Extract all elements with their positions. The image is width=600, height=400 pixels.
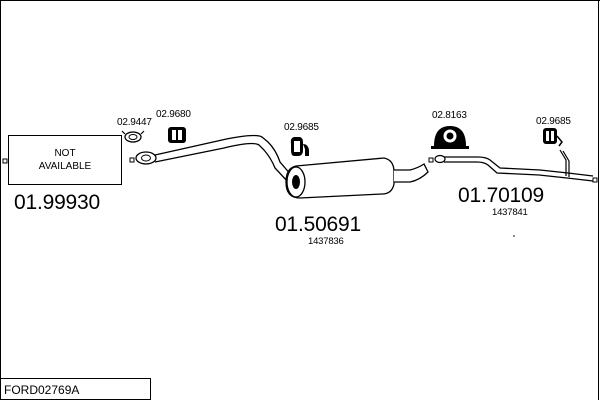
middle-silencer-oe-number: 1437836 — [308, 236, 344, 247]
clamp-icon — [121, 130, 145, 143]
rubber-hanger-middle-icon — [290, 137, 309, 156]
not-available-box: NOT AVAILABLE — [8, 135, 122, 185]
drawing-id-box: FORD02769A — [0, 378, 151, 400]
accessory-number-4[interactable]: 02.8163 — [432, 110, 467, 121]
connector-marker-left-box — [2, 158, 8, 164]
connector-marker-rear-pipe — [428, 157, 434, 163]
middle-silencer-part-number[interactable]: 01.50691 — [275, 213, 361, 236]
not-available-line2: AVAILABLE — [38, 161, 92, 172]
accessory-number-1[interactable]: 02.9447 — [117, 117, 152, 128]
marker-dot — [513, 235, 515, 237]
connector-marker-right-end — [592, 177, 598, 183]
middle-pipe-icon — [154, 134, 293, 183]
connector-marker-front-pipe — [129, 157, 135, 163]
accessory-number-2[interactable]: 02.9680 — [156, 109, 191, 120]
not-available-line1: NOT — [54, 148, 76, 159]
middle-silencer-icon — [285, 157, 429, 199]
ring-mount-icon — [431, 126, 469, 149]
rear-pipe-icon — [434, 149, 594, 182]
front-flange-icon — [135, 151, 157, 165]
rear-pipe-oe-number: 1437841 — [492, 207, 528, 218]
accessory-number-3[interactable]: 02.9685 — [284, 122, 319, 133]
front-pipe-part-number[interactable]: 01.99930 — [14, 191, 100, 214]
rubber-hanger-rear-icon — [543, 128, 563, 147]
rear-pipe-part-number[interactable]: 01.70109 — [458, 184, 544, 207]
rubber-hanger-icon — [168, 127, 186, 143]
drawing-id: FORD02769A — [4, 383, 80, 397]
accessory-number-5[interactable]: 02.9685 — [536, 116, 571, 127]
